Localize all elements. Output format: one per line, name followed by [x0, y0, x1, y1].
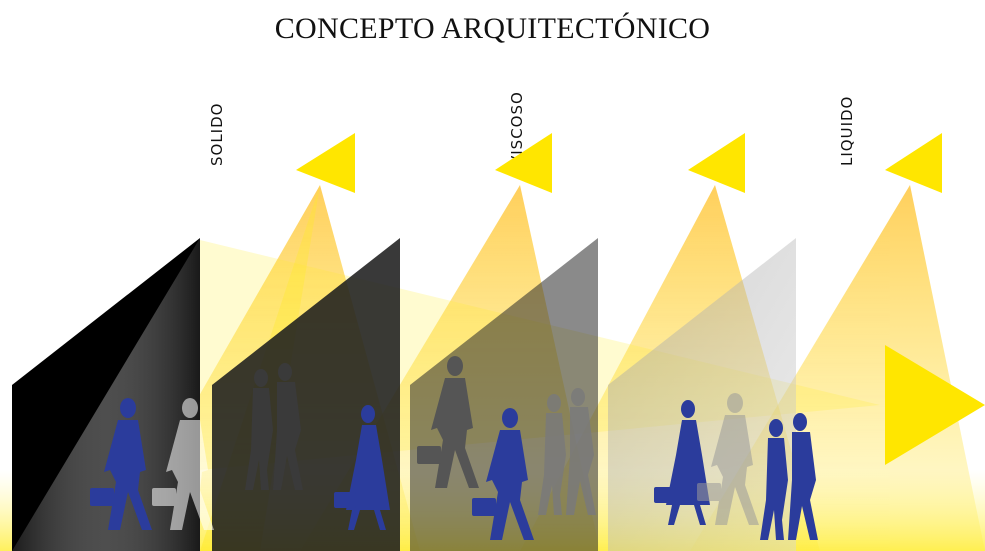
diagram-title: CONCEPTO ARQUITECTÓNICO: [274, 12, 711, 45]
panel-liquido: [608, 238, 796, 551]
panel-solido: [12, 238, 200, 551]
panel-dark: [212, 238, 400, 551]
label-solido: SOLIDO: [208, 103, 226, 166]
triangle-marker-icon: [296, 133, 355, 193]
triangle-marker-icon: [885, 133, 942, 193]
label-liquido: LIQUIDO: [838, 96, 856, 166]
triangle-marker-icon: [495, 133, 552, 193]
triangle-marker-large-icon: [885, 345, 985, 465]
triangle-marker-icon: [688, 133, 745, 193]
label-viscoso: VISCOSO: [508, 91, 526, 166]
